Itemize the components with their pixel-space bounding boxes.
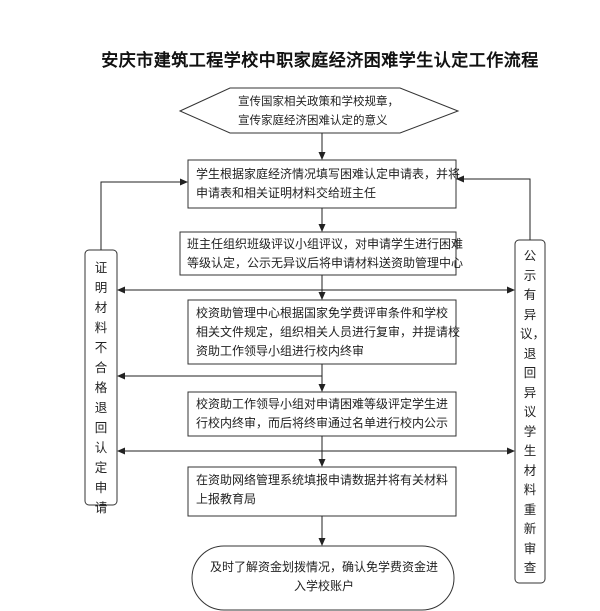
step-1-text: 学生根据家庭经济情况填写困难认定申请表，并将 申请表和相关证明材料交给班主任 bbox=[196, 167, 461, 200]
step-box-4 bbox=[187, 391, 457, 437]
step-3-text: 校资助管理中心根据国家免学费评审条件和学校 相关文件规定，组织相关人员进行复审，… bbox=[196, 306, 461, 358]
terminator-end-text: 及时了解资金划拨情况，确认免学费资金进 入学校账户 bbox=[209, 560, 438, 593]
step-4-text: 校资助工作领导小组对申请困难等级评定学生进 行校内终审，而后将终审通过名单进行校… bbox=[196, 397, 449, 430]
step-box-1 bbox=[187, 159, 457, 209]
terminator-end-node bbox=[191, 545, 455, 611]
step-box-5 bbox=[187, 466, 457, 517]
step-box-3 bbox=[187, 299, 457, 365]
right-side-text: 公示有异议，退回异议学生材料重新审查 bbox=[520, 248, 546, 575]
hexagon-start-node bbox=[178, 87, 460, 134]
hexagon-start-text: 宣传国家相关政策和学校规章， 宣传家庭经济困难认定的意义 bbox=[238, 94, 399, 127]
left-side-text: 证明材料不合格退回认定申请 bbox=[94, 260, 108, 515]
step-5-text: 在资助网络管理系统填报申请数据并将有关材料 上报教育局 bbox=[196, 473, 449, 506]
right-return-connector bbox=[456, 175, 531, 240]
step-box-2 bbox=[179, 231, 457, 276]
step-2-text: 班主任组织班级评议小组评议，对申请学生进行困难 等级认定，公示无异议后将申请材料… bbox=[187, 237, 464, 270]
diagram-title: 安庆市建筑工程学校中职家庭经济困难学生认定工作流程 bbox=[101, 51, 539, 71]
left-return-connector bbox=[100, 178, 188, 250]
